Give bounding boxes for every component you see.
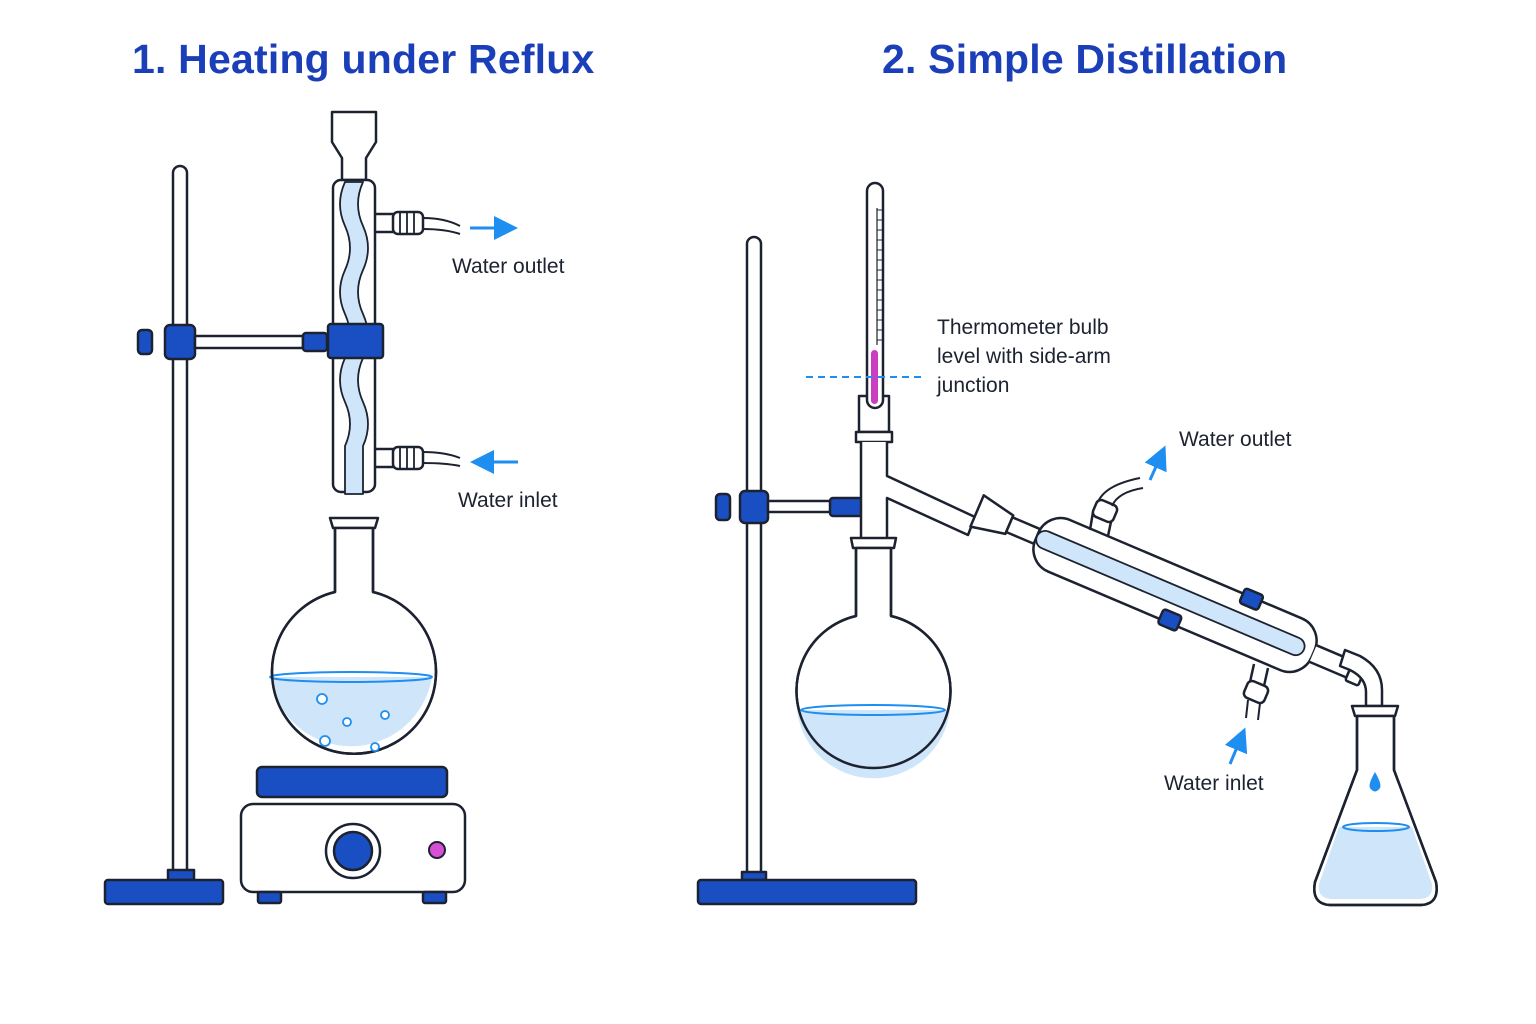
thermometer-note-line1: Thermometer bulb (937, 316, 1109, 339)
distillation-conical-flask (1313, 704, 1438, 907)
thermometer-note-line3: junction (937, 374, 1010, 397)
reflux-round-bottom-flask (269, 526, 438, 756)
distillation-still-head (854, 394, 977, 542)
arrow-up-right-icon (1144, 445, 1167, 481)
reflux-water-outlet-label: Water outlet (452, 255, 565, 278)
distillation-thermometer (865, 181, 885, 410)
reflux-condenser (326, 110, 461, 530)
distillation-water-outlet-label: Water outlet (1179, 428, 1292, 451)
reflux-clamp (136, 323, 329, 361)
reflux-hotplate (239, 765, 467, 905)
arrow-up-right-icon (1224, 727, 1248, 765)
distillation-water-inlet-label: Water inlet (1164, 772, 1264, 795)
reflux-title: 1. Heating under Reflux (132, 36, 595, 82)
reflux-water-inlet-label: Water inlet (458, 489, 558, 512)
distillation-title: 2. Simple Distillation (882, 36, 1288, 82)
distillation-apparatus (696, 181, 1438, 907)
distillation-round-bottom-flask (795, 536, 952, 779)
thermometer-note-line2: level with side-arm (937, 345, 1111, 368)
distillation-retort-stand (696, 235, 918, 906)
distillation-clamp (714, 489, 864, 525)
distillation-condenser (969, 494, 1369, 687)
reflux-retort-stand (103, 164, 225, 906)
reflux-apparatus (103, 110, 467, 906)
distillation-condenser-hoses (1088, 477, 1270, 721)
